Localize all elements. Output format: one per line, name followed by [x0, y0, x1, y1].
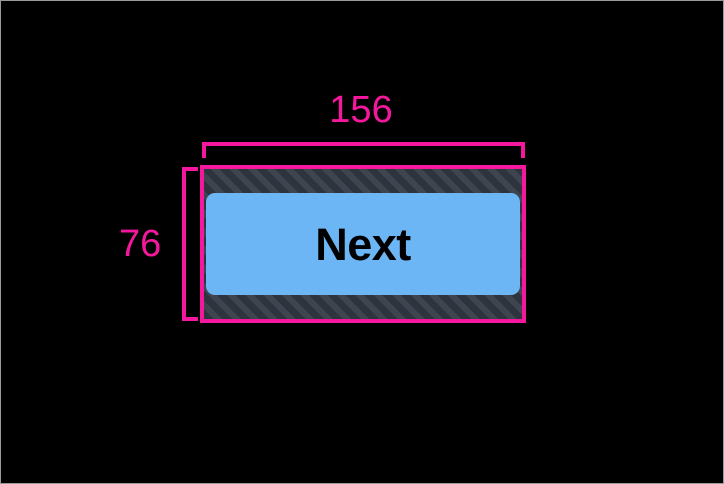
width-dimension-label: 156	[1, 89, 723, 131]
button-surface[interactable]: Next	[206, 193, 520, 295]
button-label: Next	[315, 218, 411, 270]
width-measure-bracket	[202, 142, 525, 158]
height-measure-bracket	[182, 167, 198, 321]
inspected-button-widget[interactable]: Next	[204, 169, 522, 319]
height-dimension-label: 76	[119, 223, 162, 265]
width-dimension-value: 156	[329, 89, 393, 131]
